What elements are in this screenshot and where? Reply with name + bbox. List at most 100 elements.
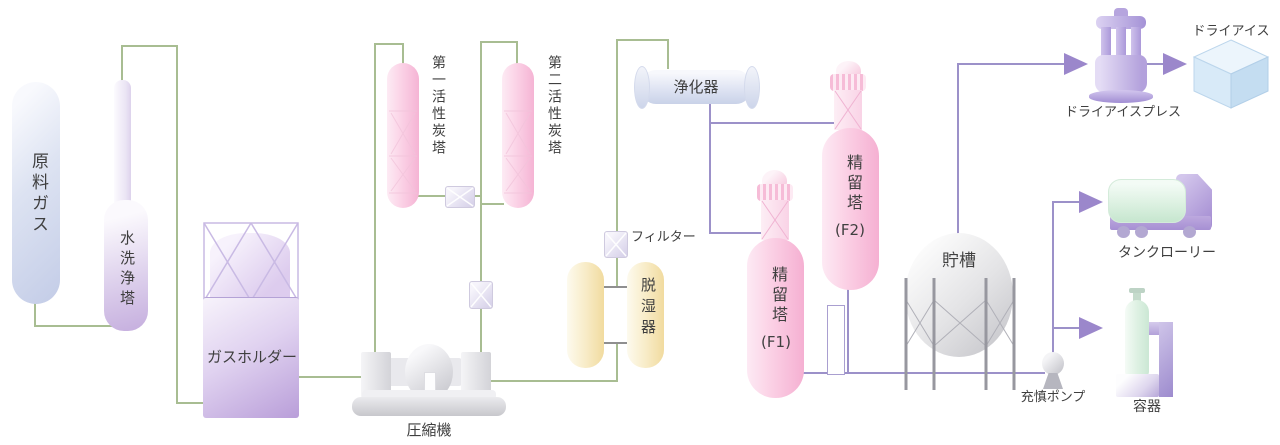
rectifier-f2-body bbox=[822, 128, 879, 290]
pipe-green bbox=[472, 195, 482, 197]
filling-pump-label: 充慎ポンプ bbox=[1020, 390, 1086, 405]
container-cylinder bbox=[1125, 300, 1149, 376]
dry-ice-press-label: ドライアイスプレス bbox=[1065, 105, 1181, 120]
pipe-green bbox=[616, 344, 618, 382]
rectifier-f1-collar bbox=[757, 184, 793, 201]
pipe-purple bbox=[803, 372, 1045, 374]
pipe-green bbox=[402, 43, 404, 67]
rectifier-f2-collar bbox=[830, 74, 866, 91]
filter-label: フィルター bbox=[631, 230, 696, 245]
pipe-green bbox=[616, 39, 669, 41]
rectifier-f1-sublabel: (F1) bbox=[761, 333, 791, 351]
water-wash-tower-body bbox=[104, 200, 148, 331]
purifier-label: 浄化器 bbox=[673, 78, 719, 96]
pipe-green bbox=[480, 41, 518, 43]
dehumidifier-connector bbox=[598, 342, 632, 344]
tank-lorry-wheel bbox=[1117, 226, 1130, 238]
purifier-ring bbox=[744, 66, 760, 109]
dry-ice-press-body bbox=[1095, 55, 1147, 93]
pipe-green bbox=[176, 402, 208, 404]
carbon-tower-2 bbox=[502, 63, 534, 208]
rectifier-f2-label: 精留塔 bbox=[844, 154, 863, 214]
rectifier-f1-body bbox=[747, 238, 804, 398]
raw-gas-cylinder bbox=[12, 82, 60, 304]
container-label: 容器 bbox=[1133, 399, 1161, 415]
dry-ice-press-topbar bbox=[1096, 16, 1146, 29]
container-frame bbox=[1159, 322, 1173, 397]
pipe-green bbox=[374, 43, 376, 355]
pipe-purple bbox=[709, 104, 711, 234]
carbon-tower-2-label: 第二活性炭塔 bbox=[546, 55, 562, 157]
pipe-purple bbox=[1052, 327, 1080, 329]
dehumidifier-connector bbox=[598, 286, 632, 288]
rectifier-f2-sublabel: (F2) bbox=[835, 221, 865, 239]
pipe-green bbox=[176, 45, 178, 404]
pipe-green bbox=[490, 380, 618, 382]
dry-ice-cube bbox=[1192, 39, 1270, 109]
carbon-tower-1-label: 第一活性炭塔 bbox=[430, 55, 446, 157]
purifier-ring bbox=[634, 66, 650, 109]
container-valve-cap bbox=[1129, 288, 1145, 293]
rectifier-f2-neck-pattern bbox=[834, 90, 862, 130]
rectifier-f1-label: 精留塔 bbox=[769, 266, 788, 326]
compressor-base bbox=[352, 397, 506, 416]
flow-arrow-icon bbox=[1163, 53, 1187, 75]
dry-ice-press-base bbox=[1089, 90, 1153, 103]
raw-gas-label: 原料ガス bbox=[28, 152, 48, 236]
pipe-green bbox=[34, 303, 36, 327]
container-base bbox=[1116, 374, 1159, 397]
tank-lorry-tank bbox=[1108, 179, 1186, 223]
pipe-green bbox=[417, 195, 447, 197]
pipe-column bbox=[827, 305, 845, 375]
carbon-tower-2-pattern bbox=[504, 110, 532, 194]
flow-arrow-icon bbox=[1079, 317, 1103, 339]
pipe-green bbox=[481, 203, 504, 205]
pipe-green bbox=[374, 43, 404, 45]
pipe-purple bbox=[957, 63, 959, 235]
valve-icon bbox=[469, 281, 493, 309]
storage-tank-legs bbox=[904, 278, 1016, 390]
water-wash-tower-label: 水洗浄塔 bbox=[118, 230, 136, 310]
water-wash-tower-neck bbox=[114, 80, 131, 208]
container-valve bbox=[1133, 292, 1141, 302]
gas-holder-lattice bbox=[203, 222, 299, 302]
filling-pump-icon bbox=[1042, 352, 1064, 375]
carbon-tower-1 bbox=[387, 63, 419, 208]
tank-lorry-wheel bbox=[1183, 226, 1196, 238]
purifier-body bbox=[641, 70, 751, 104]
tank-lorry-label: タンクローリー bbox=[1118, 245, 1216, 261]
compressor-label: 圧縮機 bbox=[406, 421, 452, 439]
pipe-purple bbox=[1052, 201, 1054, 353]
dry-ice-label: ドライアイス bbox=[1192, 24, 1270, 39]
dehumidifier-vessel-left bbox=[567, 262, 604, 368]
pipe-green bbox=[34, 325, 124, 327]
valve-icon bbox=[445, 186, 475, 208]
dry-ice-press-column bbox=[1101, 27, 1111, 69]
flow-arrow-icon bbox=[1064, 53, 1088, 75]
compressor-base-lip bbox=[362, 390, 496, 400]
pipe-green bbox=[296, 376, 364, 378]
dry-ice-press-knob bbox=[1114, 8, 1128, 19]
dry-ice-press-column bbox=[1116, 27, 1126, 69]
gas-holder-label: ガスホルダー bbox=[206, 348, 297, 366]
pipe-green bbox=[121, 45, 178, 47]
dehumidifier-label: 脱湿器 bbox=[639, 277, 657, 340]
filling-pump-base bbox=[1043, 373, 1063, 389]
gas-holder-body bbox=[203, 297, 299, 418]
pipe-purple bbox=[709, 122, 834, 124]
carbon-tower-1-pattern bbox=[389, 110, 417, 194]
filter-icon bbox=[604, 231, 628, 258]
rectifier-f1-neck-pattern bbox=[761, 200, 789, 240]
pipe-purple bbox=[1052, 201, 1080, 203]
pipe-purple bbox=[1147, 63, 1165, 65]
flow-arrow-icon bbox=[1079, 191, 1103, 213]
pipe-purple bbox=[847, 289, 849, 373]
pipe-purple bbox=[709, 232, 770, 234]
pipe-green bbox=[516, 41, 518, 66]
pipe-green bbox=[667, 39, 669, 69]
storage-tank-sphere bbox=[905, 233, 1013, 357]
dry-ice-press-column bbox=[1131, 27, 1141, 69]
tank-lorry-wheel bbox=[1135, 226, 1148, 238]
storage-tank-label: 貯槽 bbox=[942, 251, 976, 271]
